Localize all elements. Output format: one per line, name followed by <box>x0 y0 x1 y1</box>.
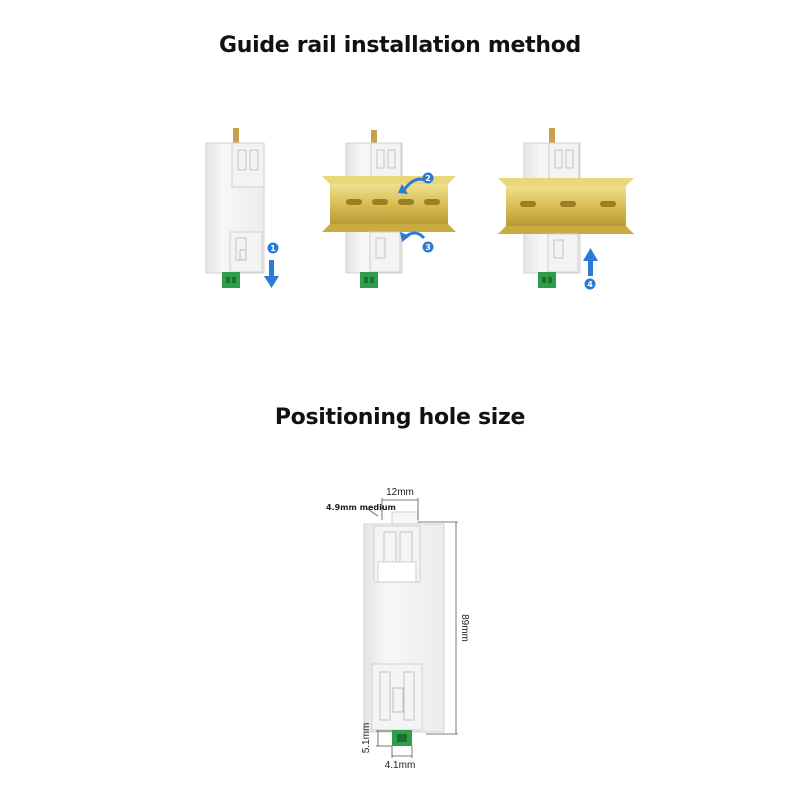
step-3-indicator: 3 <box>400 231 434 253</box>
din-rail-step3 <box>498 178 634 234</box>
step-4-indicator: 4 <box>583 248 598 290</box>
step-2-indicator: 2 <box>398 172 434 194</box>
dim-height: 89mm <box>459 614 470 642</box>
step-1-number: 1 <box>270 244 276 253</box>
dimension-5-1mm: 5.1mm <box>361 723 392 754</box>
dimension-hole-note: 4.9mm medium <box>326 503 396 517</box>
dim-hole-note: 4.9mm medium <box>326 503 396 512</box>
module-step3-lower <box>538 233 579 288</box>
step-4-number: 4 <box>587 280 593 289</box>
din-rail-step2 <box>322 176 456 232</box>
dimension-89mm: 89mm <box>418 521 470 735</box>
dimension-4-1mm: 4.1mm <box>385 746 416 771</box>
dim-top-width: 12mm <box>386 487 414 498</box>
module-step1 <box>205 128 265 288</box>
module-step2-lower <box>360 231 401 288</box>
dim-bottom-width: 4.1mm <box>385 760 416 771</box>
step-3-number: 3 <box>425 243 431 252</box>
module-dimensioned <box>363 511 445 746</box>
positioning-title: Positioning hole size <box>274 405 526 430</box>
installation-title: Guide rail installation method <box>219 33 581 58</box>
dimension-12mm: 12mm <box>381 487 419 520</box>
step-1-indicator: 1 <box>264 242 279 288</box>
dim-side-gap: 5.1mm <box>361 723 372 754</box>
step-2-number: 2 <box>425 174 431 183</box>
